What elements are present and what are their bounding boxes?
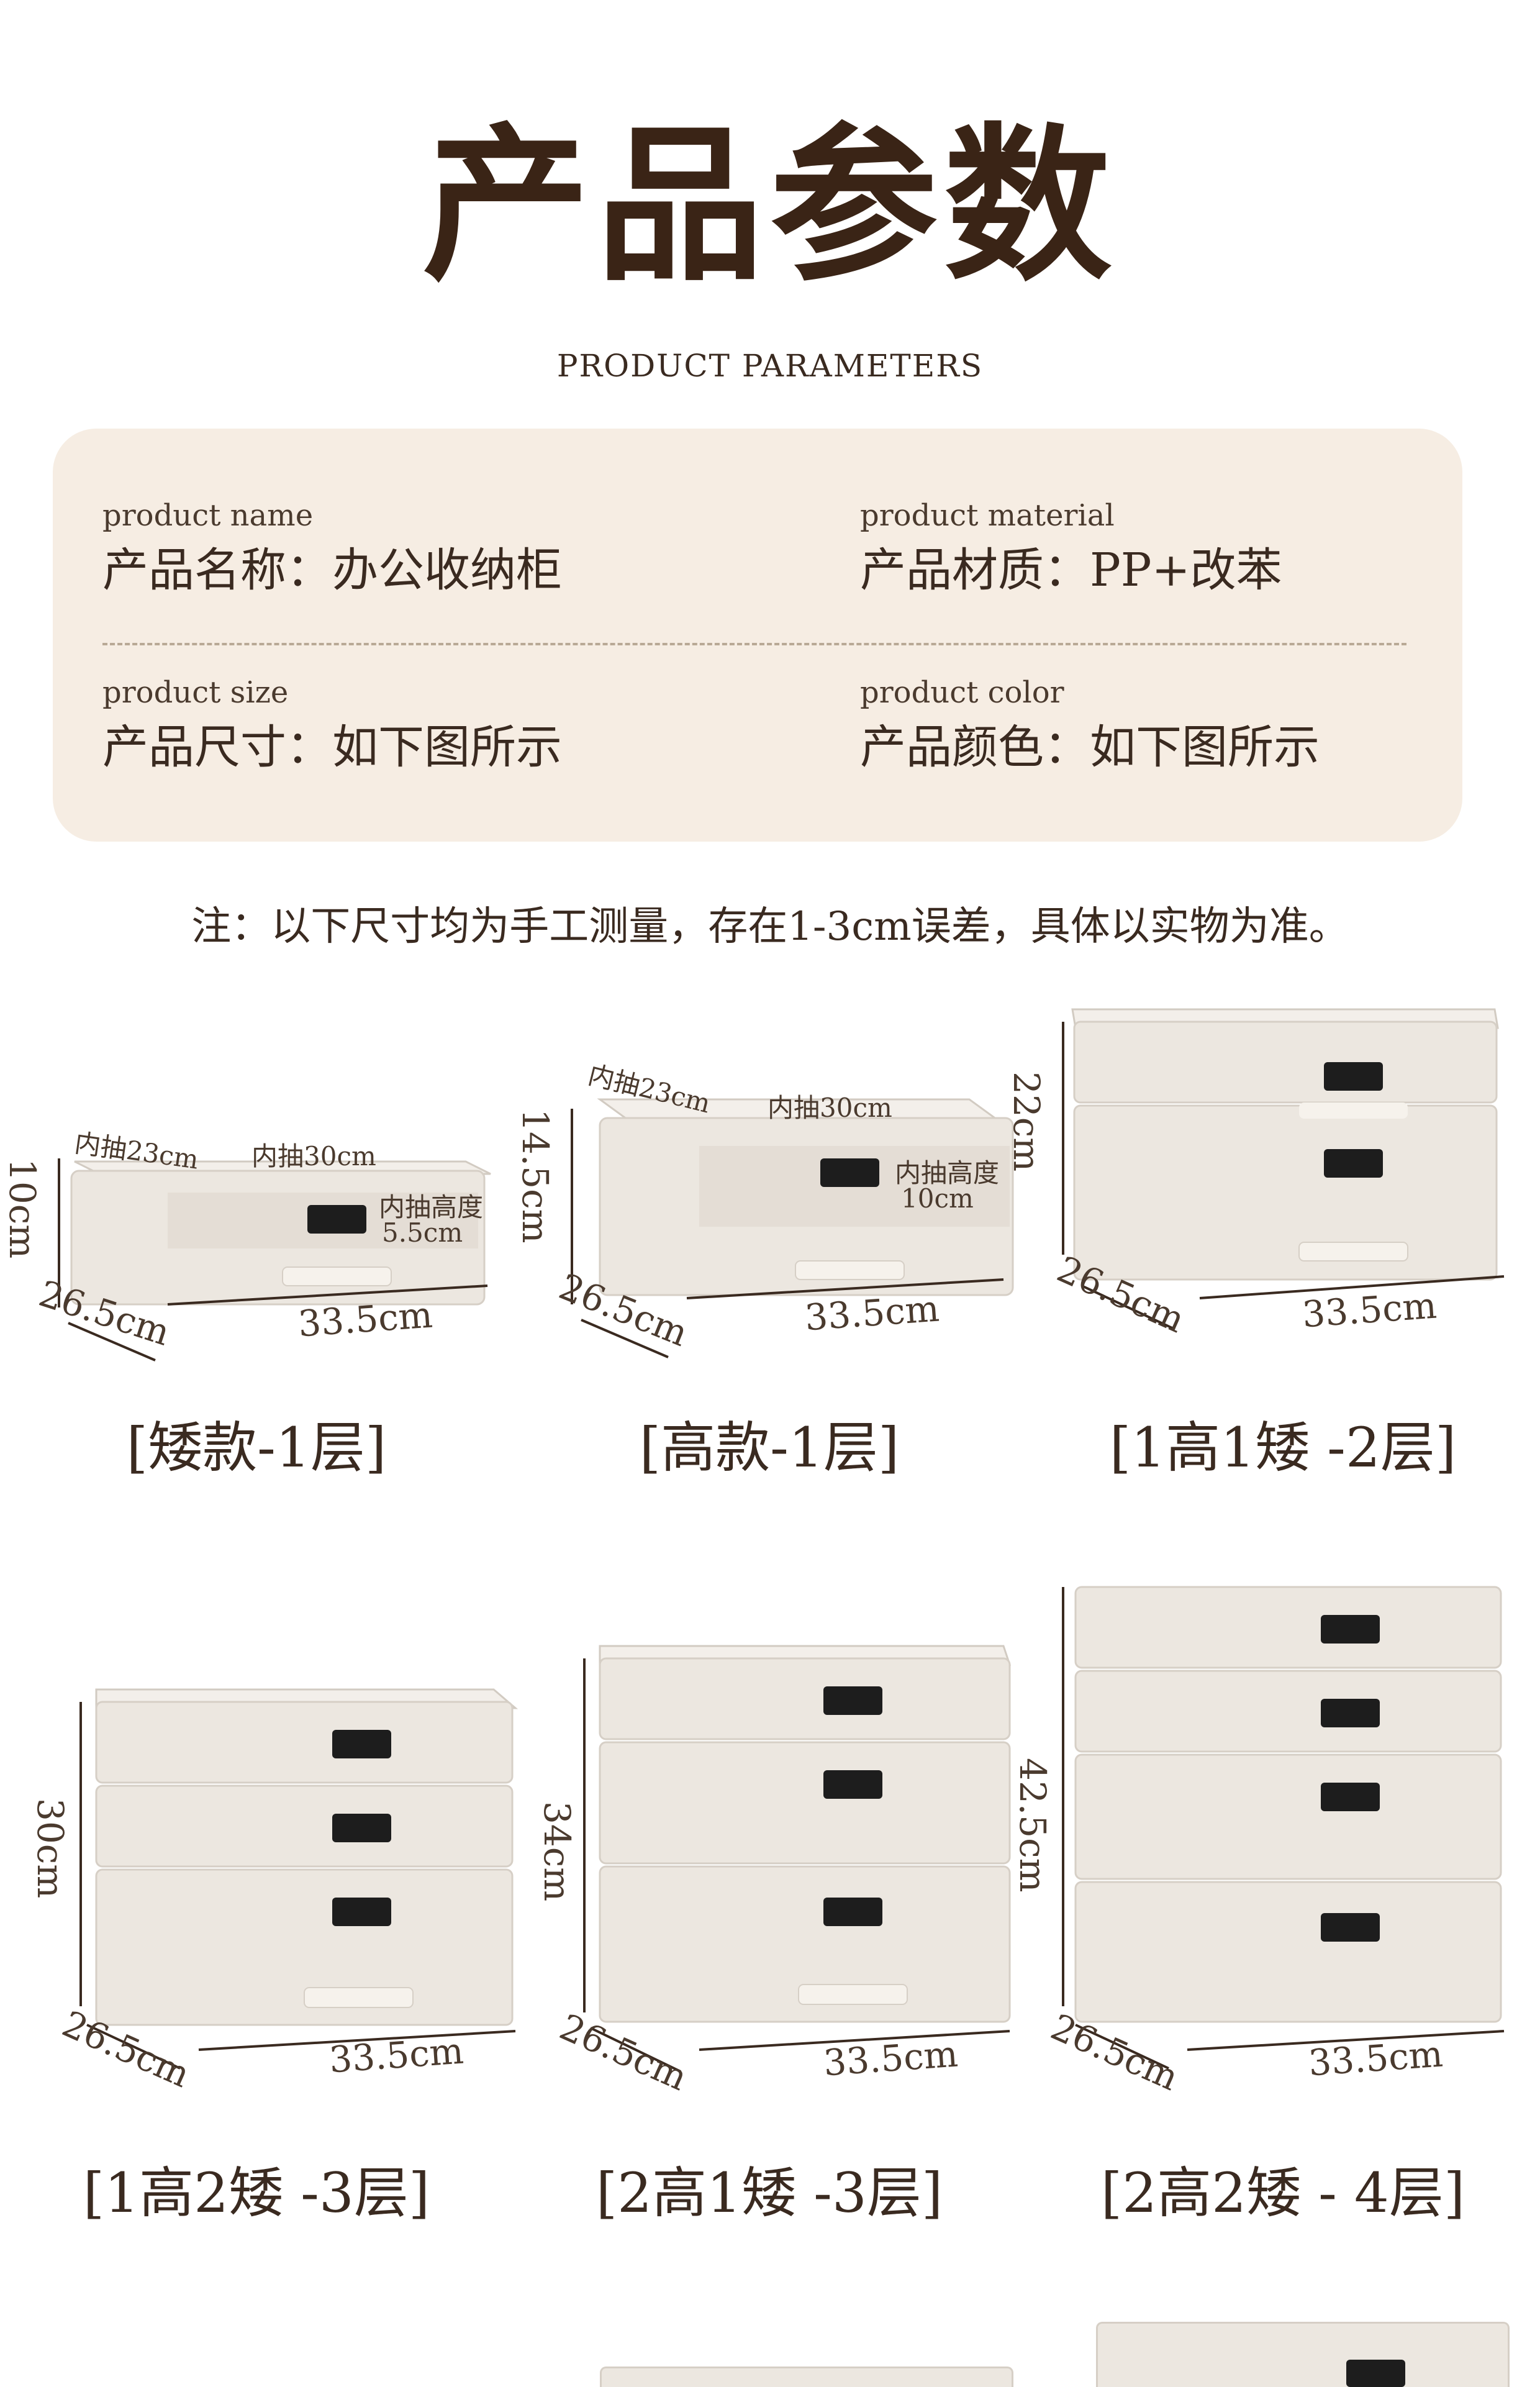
product-caption: [1高1矮 -2层] bbox=[1109, 1416, 1457, 1480]
param-color: product color 产品颜色：如下图所示 bbox=[860, 674, 1320, 778]
measurement-note: 注：以下尺寸均为手工测量，存在1-3cm误差，具体以实物为准。 bbox=[191, 904, 1349, 950]
product-2tall-1short-3-tiers: 34cm 26.5cm 33.5cm [2高1矮 -3层] bbox=[513, 1578, 1026, 2225]
param-size-zh: 产品尺寸：如下图所示 bbox=[102, 721, 562, 774]
dim-inner-width: 内抽30cm bbox=[251, 1141, 376, 1171]
cabinet-drawing bbox=[1062, 1586, 1505, 2070]
param-name-zh: 产品名称：办公收纳柜 bbox=[102, 543, 562, 597]
dim-height: 14.5cm bbox=[514, 1109, 556, 1244]
param-name-en: product name bbox=[102, 498, 314, 533]
title-block: 产品参数 PRODUCT PARAMETERS bbox=[0, 106, 1540, 384]
param-color-zh: 产品颜色：如下图所示 bbox=[860, 721, 1320, 774]
cabinet-drawing bbox=[583, 1645, 1012, 2073]
product-1tall-2short-3-tiers: 30cm 26.5cm 33.5cm [1高2矮 -3层] bbox=[0, 1578, 519, 2225]
product-2tall-2short-4-tiers: 42.5cm 26.5cm 33.5cm [2高2矮 - 4层] bbox=[1012, 1578, 1540, 2225]
param-material-zh: 产品材质：PP+改苯 bbox=[860, 543, 1282, 597]
dim-inner-height-label: 内抽高度 bbox=[379, 1192, 484, 1222]
cabinet-partial-right bbox=[1096, 2322, 1510, 2387]
param-size: product size 产品尺寸：如下图所示 bbox=[102, 674, 562, 778]
param-color-en: product color bbox=[860, 675, 1064, 710]
cabinet-drawing bbox=[571, 1098, 1014, 1358]
dim-inner-height: 5.5cm bbox=[382, 1217, 463, 1248]
product-tall-1-tier: 14.5cm 内抽23cm 内抽30cm 内抽高度 10cm 26.5cm 33… bbox=[513, 994, 1026, 1516]
product-1tall-1short-2-tiers: 22cm 26.5cm 33.5cm [1高1矮 -2层] bbox=[1005, 994, 1540, 1516]
dim-height: 42.5cm bbox=[1012, 1758, 1054, 1893]
lock-icon bbox=[1346, 2360, 1405, 2387]
dim-width: 33.5cm bbox=[1307, 2032, 1444, 2085]
cabinet-drawing bbox=[58, 1158, 491, 1362]
cabinet-partial-middle bbox=[600, 2367, 1013, 2387]
page-subtitle: PRODUCT PARAMETERS bbox=[556, 348, 984, 384]
param-material: product material 产品材质：PP+改苯 bbox=[860, 497, 1282, 601]
param-material-en: product material bbox=[860, 498, 1115, 533]
dim-inner-height-label: 内抽高度 bbox=[895, 1158, 1000, 1188]
param-name: product name 产品名称：办公收纳柜 bbox=[102, 497, 562, 601]
dim-height: 10cm bbox=[1, 1158, 43, 1259]
dim-height: 30cm bbox=[29, 1798, 71, 1899]
dim-height: 34cm bbox=[536, 1801, 578, 1902]
dim-inner-height: 10cm bbox=[901, 1183, 974, 1214]
dim-height: 22cm bbox=[1005, 1071, 1048, 1172]
product-short-1-tier: 10cm 内抽23cm 内抽30cm 内抽高度 5.5cm 26.5cm 33.… bbox=[0, 994, 513, 1516]
params-divider bbox=[102, 643, 1406, 645]
product-caption: [矮款-1层] bbox=[126, 1416, 387, 1480]
dim-inner-width: 内抽30cm bbox=[768, 1093, 892, 1123]
cabinet-drawing bbox=[1062, 1008, 1505, 1330]
param-size-en: product size bbox=[102, 675, 289, 710]
product-caption: [2高2矮 - 4层] bbox=[1100, 2161, 1465, 2225]
params-card: product name 产品名称：办公收纳柜 product material… bbox=[53, 429, 1462, 842]
product-caption: [1高2矮 -3层] bbox=[83, 2161, 430, 2225]
dim-width: 33.5cm bbox=[822, 2032, 959, 2085]
product-caption: [2高1矮 -3层] bbox=[596, 2161, 943, 2225]
product-caption: [高款-1层] bbox=[639, 1416, 900, 1480]
page-title: 产品参数 bbox=[422, 106, 1118, 304]
cabinet-drawing bbox=[79, 1688, 519, 2070]
